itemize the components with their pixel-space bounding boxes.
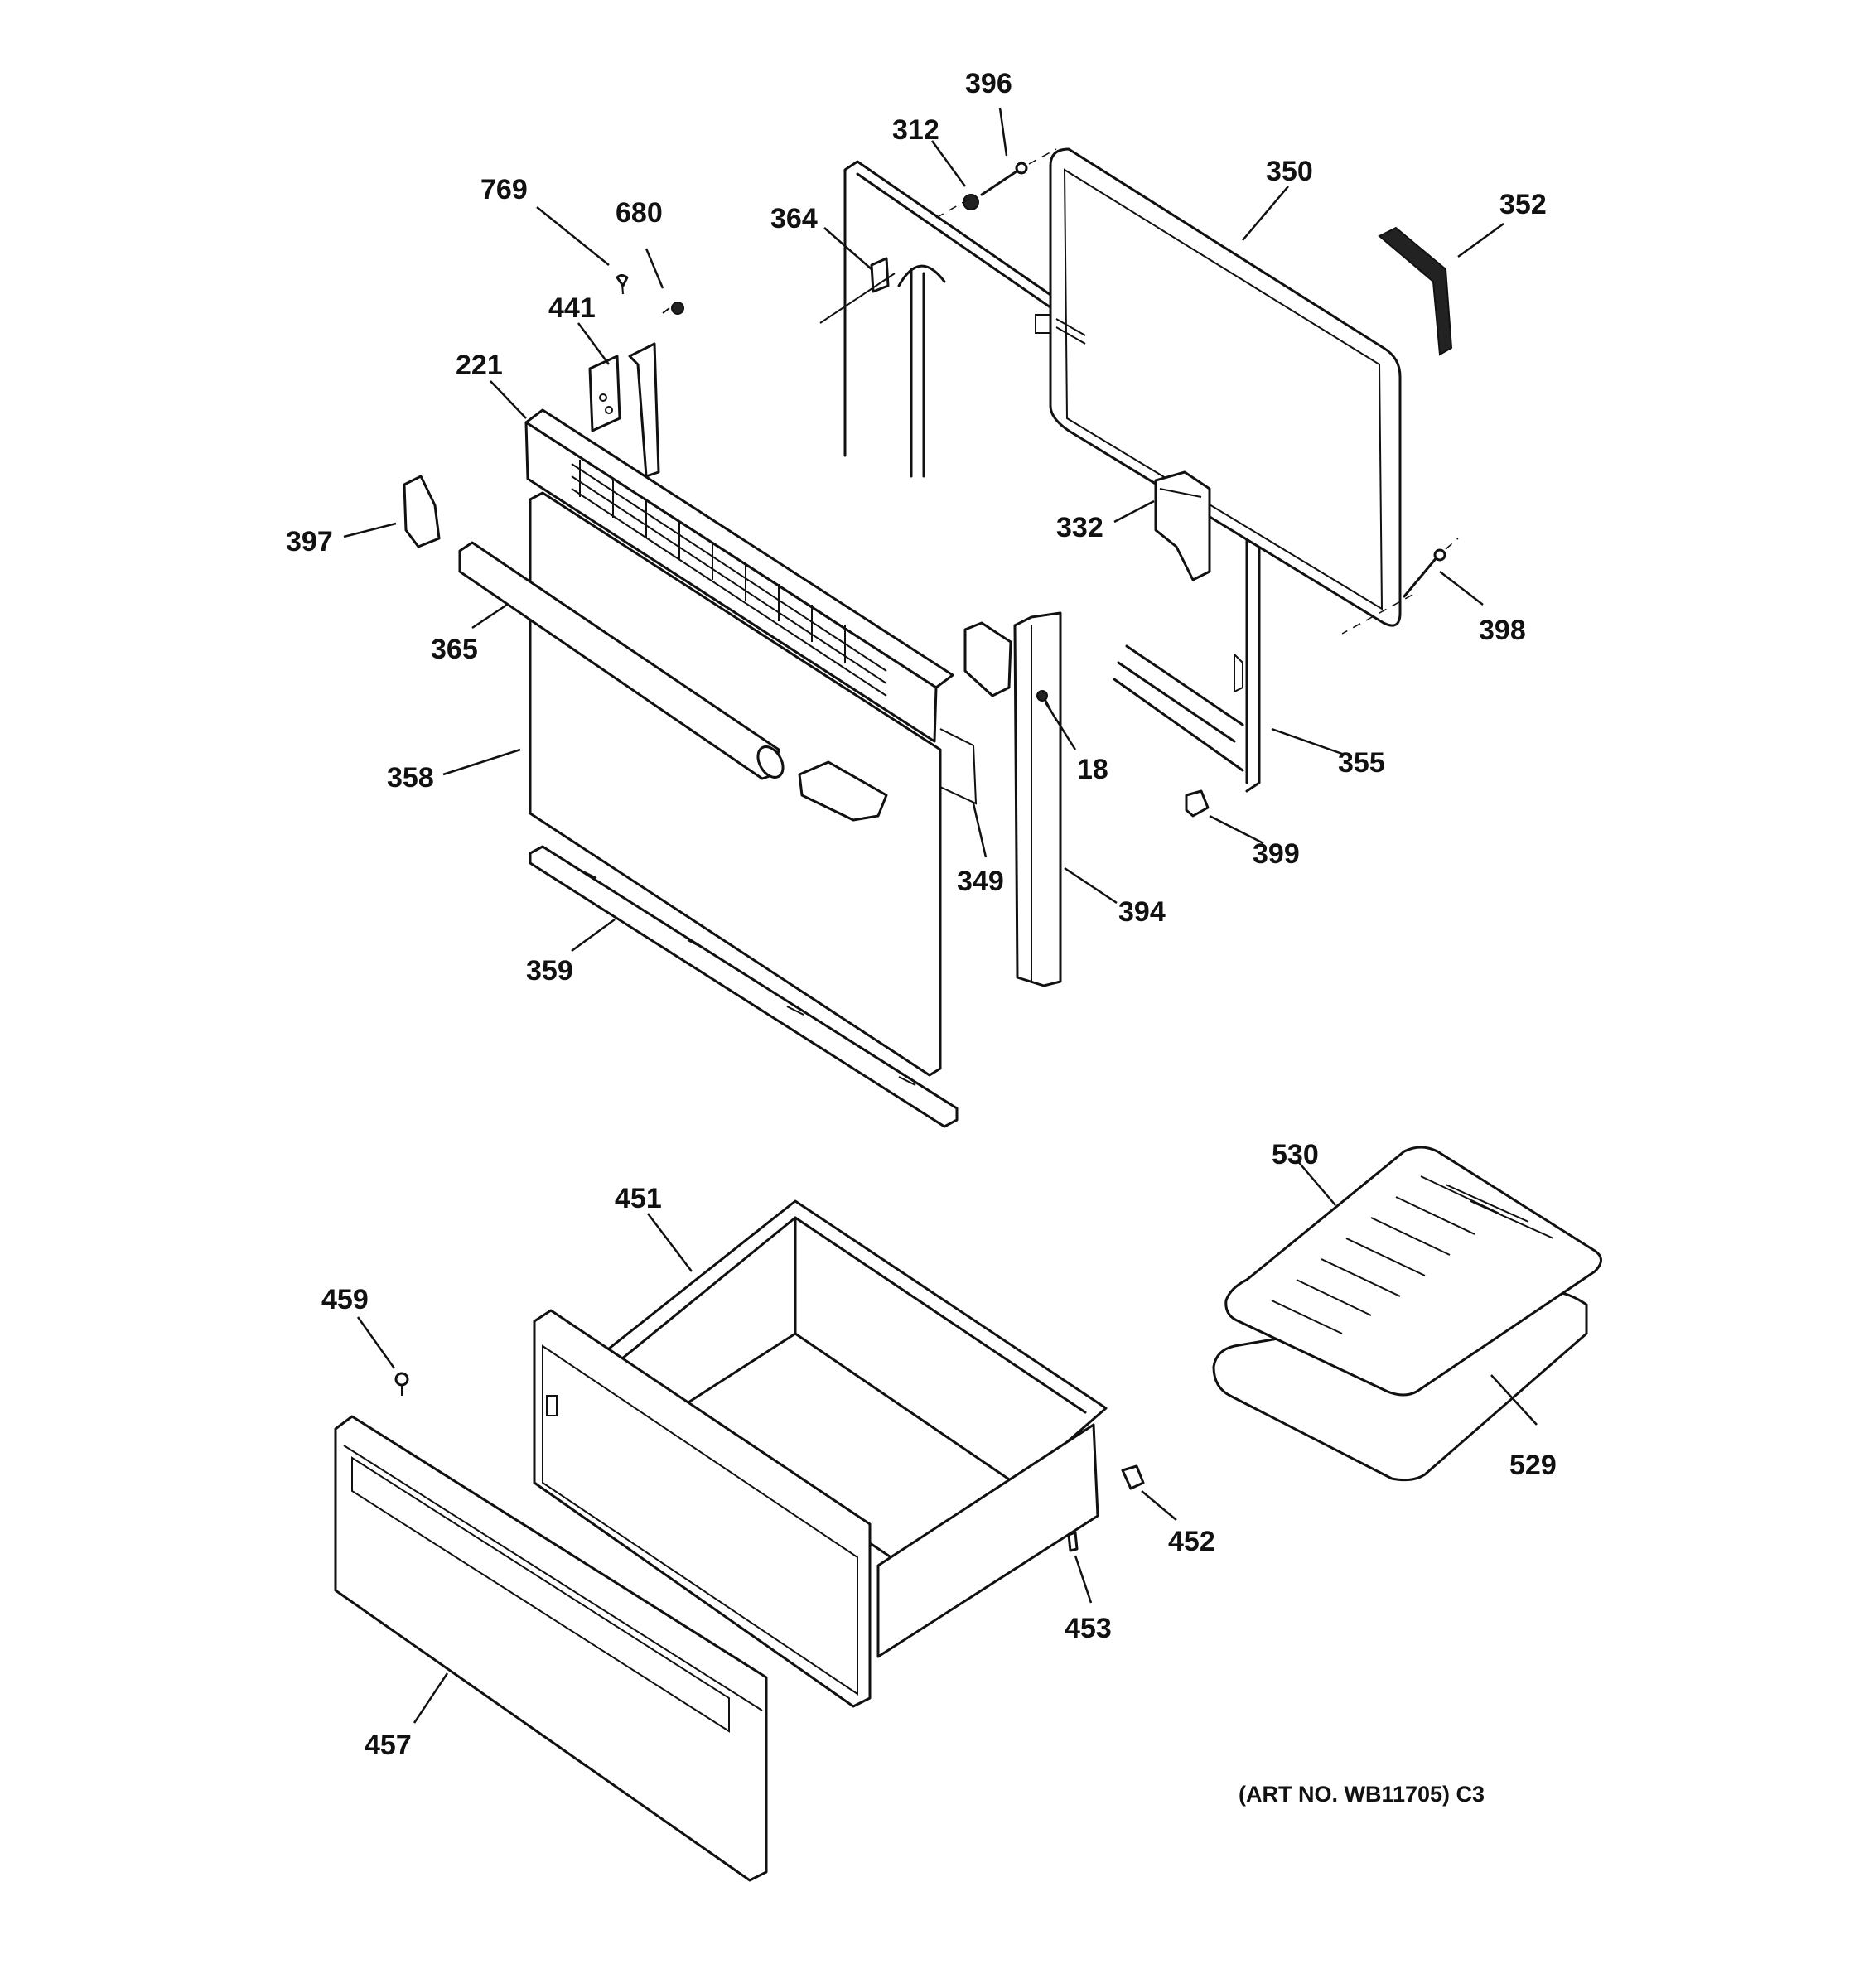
screw-398 — [1403, 555, 1439, 598]
callout-452: 452 — [1168, 1526, 1215, 1557]
callout-394: 394 — [1118, 896, 1166, 928]
callout-221: 221 — [456, 350, 503, 381]
callout-397: 397 — [286, 526, 333, 557]
drawer-front-457 — [334, 1415, 768, 1882]
handle-365 — [458, 541, 888, 822]
callout-769: 769 — [480, 174, 528, 205]
vent-trim-221 — [524, 408, 954, 743]
callout-396: 396 — [965, 68, 1012, 99]
door-outer-panel — [1035, 147, 1402, 627]
drawer-body-451 — [595, 1199, 1108, 1658]
leader-lines — [343, 107, 1538, 1724]
callout-453: 453 — [1065, 1613, 1112, 1644]
insulation-332 — [1154, 470, 1211, 581]
callout-680: 680 — [616, 197, 663, 229]
callout-459: 459 — [321, 1284, 369, 1315]
callout-399: 399 — [1253, 838, 1300, 870]
side-trim-394 — [963, 611, 1062, 987]
callout-530: 530 — [1272, 1139, 1319, 1170]
callout-350: 350 — [1266, 156, 1313, 187]
callout-352: 352 — [1499, 189, 1547, 220]
end-cap-397 — [403, 475, 441, 548]
callout-355: 355 — [1338, 747, 1385, 779]
callout-364: 364 — [770, 203, 818, 234]
callout-349: 349 — [957, 866, 1004, 897]
bottom-trim-359 — [529, 845, 959, 1128]
callout-18: 18 — [1077, 754, 1108, 785]
callout-312: 312 — [892, 114, 939, 146]
broiler-grid-530 — [1224, 1146, 1602, 1397]
callout-441: 441 — [548, 292, 596, 324]
callout-332: 332 — [1056, 512, 1103, 543]
callout-358: 358 — [387, 762, 434, 794]
callout-398: 398 — [1479, 615, 1526, 646]
callout-359: 359 — [526, 955, 573, 987]
callout-451: 451 — [615, 1183, 662, 1214]
callout-529: 529 — [1509, 1450, 1557, 1481]
callout-365: 365 — [431, 634, 478, 665]
hinge-441 — [588, 342, 660, 478]
drawer-front-inner — [533, 1309, 872, 1708]
art-number: (ART NO. WB11705) C3 — [1239, 1782, 1485, 1807]
door-panel-358 — [529, 491, 978, 1077]
glide-452 — [1121, 1464, 1145, 1490]
clip-453 — [1067, 1531, 1079, 1552]
callout-457: 457 — [365, 1730, 412, 1761]
bumper-399 — [1185, 789, 1210, 818]
door-gasket-352 — [1378, 226, 1453, 356]
hardware-top — [616, 162, 1028, 324]
assembly-lines — [935, 148, 1459, 635]
